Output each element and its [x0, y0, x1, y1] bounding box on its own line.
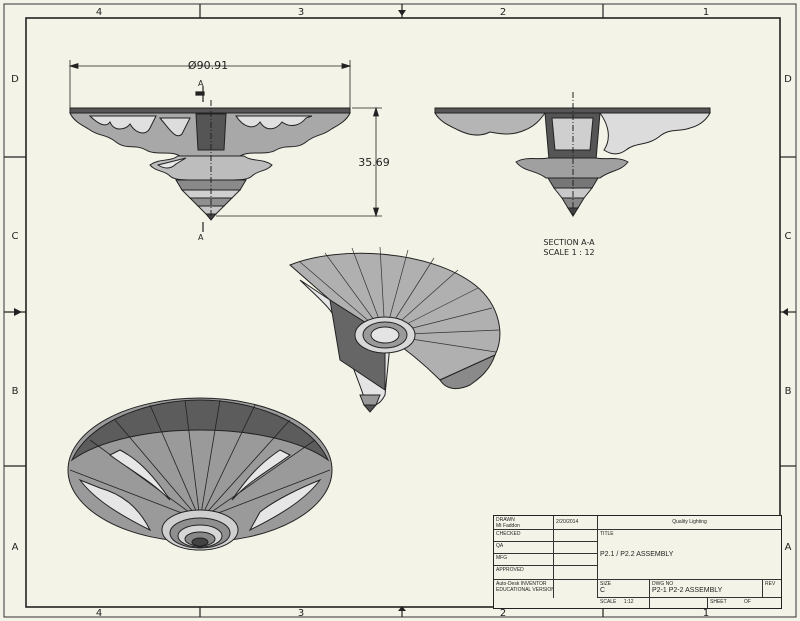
checked-label: CHECKED — [496, 531, 521, 537]
bottom-isometric-view — [67, 397, 333, 551]
zone-col-top-2: 2 — [500, 7, 506, 18]
title-block: DRAWN Mt Faddon 2/20/2014 Quality Lighti… — [493, 515, 782, 609]
drawn-by: Mt Faddon — [496, 523, 520, 529]
software-note-cell: Auto-Desk INVENTOR EDUCATIONAL VERSION — [494, 580, 554, 598]
scale-label: SCALE — [600, 599, 617, 605]
zone-row-left-b: B — [12, 386, 19, 397]
zone-row-right-c: C — [785, 231, 792, 242]
checked-date-cell — [554, 530, 598, 542]
blank-cell — [554, 580, 598, 598]
zone-col-bottom-3: 3 — [298, 608, 304, 619]
weight-cell — [650, 598, 708, 608]
section-marker-top: A — [198, 79, 204, 88]
software-note-2: EDUCATIONAL VERSION — [496, 587, 554, 593]
mfg-cell: MFG — [494, 554, 554, 566]
drawn-cell: DRAWN Mt Faddon — [494, 516, 554, 530]
center-arrows — [14, 10, 788, 611]
size-label: SIZE — [600, 581, 612, 587]
zone-row-left-d: D — [11, 74, 19, 85]
company-cell: Quality Lighting — [598, 516, 781, 530]
section-view — [434, 92, 711, 217]
rev-label: REV — [765, 581, 776, 587]
section-scale: SCALE 1 : 12 — [543, 248, 594, 257]
approved-date-cell — [554, 566, 598, 580]
approved-cell: APPROVED — [494, 566, 554, 580]
size-value: C — [600, 587, 606, 594]
section-line-a-a — [195, 86, 205, 232]
mfg-date-cell — [554, 554, 598, 566]
drawn-date: 2/20/2014 — [556, 519, 579, 525]
isometric-cutaway-view — [289, 246, 501, 413]
section-label: SECTION A-A — [543, 238, 595, 247]
company-name: Quality Lighting — [672, 519, 707, 525]
sheet-label: SHEET — [710, 599, 727, 605]
front-view — [69, 100, 351, 221]
title-label: TITLE — [600, 531, 614, 537]
zone-row-right-b: B — [785, 386, 792, 397]
dwg-cell: DWG NO P2-1 P2-2 ASSEMBLY — [650, 580, 763, 598]
qa-label: QA — [496, 543, 504, 549]
dwg-number: P2-1 P2-2 ASSEMBLY — [652, 587, 723, 594]
zone-row-right-a: A — [785, 542, 792, 553]
scale-cell: SCALE 1:12 — [598, 598, 650, 608]
zone-col-bottom-2: 2 — [500, 608, 506, 619]
size-cell: SIZE C — [598, 580, 650, 598]
diameter-dim-text: Ø90.91 — [188, 59, 228, 72]
dwg-label: DWG NO — [652, 581, 674, 587]
sheet-cell: SHEET OF — [708, 598, 781, 608]
zone-col-top-4: 4 — [96, 7, 102, 18]
drawn-label: DRAWN — [496, 517, 515, 523]
rev-cell: REV — [763, 580, 781, 598]
zone-row-left-c: C — [12, 231, 19, 242]
qa-cell: QA — [494, 542, 554, 554]
zone-col-top-3: 3 — [298, 7, 304, 18]
title-cell: TITLE P2.1 / P2.2 ASSEMBLY — [598, 530, 781, 580]
section-marker-bottom: A — [198, 233, 204, 242]
zone-col-bottom-1: 1 — [703, 608, 709, 619]
outer-frame — [3, 3, 797, 618]
software-note: Auto-Desk INVENTOR — [496, 581, 547, 587]
checked-cell: CHECKED — [494, 530, 554, 542]
drawing-title: P2.1 / P2.2 ASSEMBLY — [600, 551, 674, 558]
diameter-dimension — [68, 60, 352, 108]
scale-value: 1:12 — [623, 599, 634, 605]
mfg-label: MFG — [496, 555, 508, 561]
date-cell: 2/20/2014 — [554, 516, 598, 530]
zone-col-top-1: 1 — [703, 7, 709, 18]
zone-row-left-a: A — [12, 542, 19, 553]
qa-date-cell — [554, 542, 598, 554]
height-dim-text: 35.69 — [358, 156, 390, 169]
approved-label: APPROVED — [496, 567, 524, 573]
height-dimension — [216, 106, 382, 218]
zone-row-right-d: D — [784, 74, 792, 85]
zone-col-bottom-4: 4 — [96, 608, 102, 619]
sheet-of-label: OF — [743, 599, 751, 605]
